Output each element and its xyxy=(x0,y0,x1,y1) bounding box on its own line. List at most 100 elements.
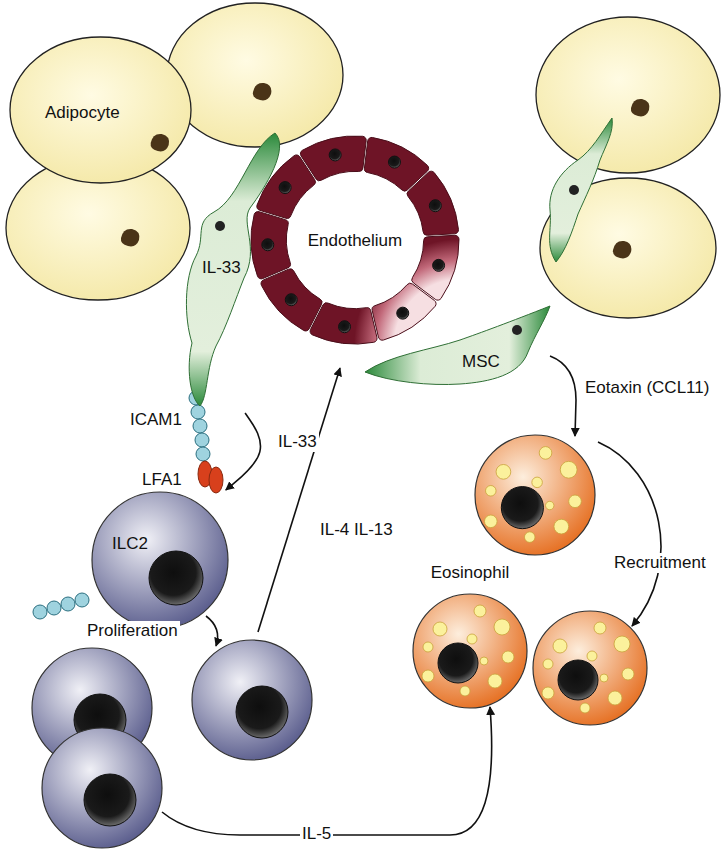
cell-shape xyxy=(410,563,530,711)
annotation-label: Eotaxin (CCL11) xyxy=(583,378,711,398)
nucleus xyxy=(388,156,400,168)
lfa1-receptor xyxy=(209,467,223,493)
msc-nucleus xyxy=(215,221,225,231)
nucleus xyxy=(149,551,203,605)
msc-cell xyxy=(365,306,550,385)
eosinophil-granule xyxy=(539,447,552,460)
eosinophil-granule xyxy=(423,642,433,652)
signal-label: IL-33 xyxy=(276,432,319,452)
signal-arrows xyxy=(162,356,661,835)
endothelial-cell xyxy=(261,269,322,331)
annotation-label: LFA1 xyxy=(140,470,184,490)
eosinophil-granule xyxy=(554,519,569,534)
msc-nucleus xyxy=(569,185,579,195)
endothelial-cell xyxy=(407,171,458,235)
adipocyte-nucleus xyxy=(613,241,631,258)
annotation-label: Recruitment xyxy=(612,553,708,573)
eosinophil-granule xyxy=(460,686,470,696)
msc-nucleus xyxy=(512,325,522,335)
ilc2-cell xyxy=(192,640,312,760)
annotation-label: IL-4 IL-13 xyxy=(318,520,395,540)
cell-node: MSC xyxy=(360,300,555,392)
nucleus xyxy=(236,686,288,738)
proliferation-arrow xyxy=(206,616,218,646)
endothelial-cell xyxy=(372,283,436,340)
eosinophil-granule xyxy=(502,651,514,663)
eosinophil-granule xyxy=(488,674,502,688)
eosinophil-granule xyxy=(553,639,567,653)
nucleus xyxy=(285,294,297,306)
icam1-domain xyxy=(61,597,75,611)
nucleus xyxy=(84,774,136,826)
il4-il13-arrow xyxy=(258,368,340,632)
annotation-label: ICAM1 xyxy=(128,410,184,430)
cell-node: Eosinophil xyxy=(410,563,530,711)
nucleus xyxy=(329,149,341,161)
eosinophil-granule xyxy=(546,501,554,509)
icam1-domain xyxy=(75,593,89,607)
eosinophil-granule xyxy=(484,515,497,528)
adipocyte-nucleus xyxy=(121,229,139,246)
cell-shape xyxy=(90,490,230,630)
icam1-domain xyxy=(195,433,209,447)
nucleus xyxy=(558,660,598,700)
icam1-domain xyxy=(196,447,210,461)
annotation-label: IL-5 xyxy=(300,824,333,844)
msc-cell xyxy=(550,118,613,262)
cell-node: Endothelium xyxy=(250,135,460,345)
nucleus xyxy=(397,307,409,319)
nucleus xyxy=(501,487,543,529)
cell-label: Eosinophil xyxy=(410,563,530,583)
eosinophil-granule xyxy=(587,651,597,661)
ilc2-cell xyxy=(92,492,228,628)
signal-arrow xyxy=(226,413,261,490)
eosinophil-granule xyxy=(532,477,543,488)
eosinophil-granule xyxy=(580,703,590,713)
cell-label: ILC2 xyxy=(112,534,148,554)
cell-node: IL-33 xyxy=(180,128,285,413)
icam1-domain xyxy=(33,605,47,619)
icam1-domain xyxy=(191,405,205,419)
adipocyte-cell xyxy=(167,3,343,147)
eosinophil-granule xyxy=(524,532,535,543)
eosinophil-granule xyxy=(622,668,634,680)
cell-drawings xyxy=(6,3,720,848)
eosinophil-cell xyxy=(413,594,527,708)
nucleus xyxy=(262,239,274,251)
cell-label: Adipocyte xyxy=(45,103,120,123)
cell-node: Adipocyte xyxy=(8,35,193,185)
nucleus xyxy=(433,259,445,271)
adipocyte-nucleus xyxy=(253,83,271,100)
eosinophil-granule xyxy=(608,691,622,705)
eosinophil-granule xyxy=(474,605,486,617)
nucleus xyxy=(279,182,291,194)
eosinophil-granule xyxy=(594,622,606,634)
eosinophil-cell xyxy=(533,611,647,725)
adipocyte-cell xyxy=(10,37,191,183)
icam1-domain xyxy=(47,601,61,615)
eotaxin-arrow xyxy=(550,356,576,436)
eosinophil-granule xyxy=(543,659,553,669)
nucleus xyxy=(339,321,351,333)
eosinophil-granule xyxy=(614,636,630,652)
eosinophil-granule xyxy=(600,674,608,682)
il5-arrow xyxy=(162,707,492,835)
endothelial-cell xyxy=(310,303,377,344)
eosinophil-granule xyxy=(433,622,447,636)
cell-shape xyxy=(360,300,555,392)
nucleus xyxy=(429,200,441,212)
eosinophil-granule xyxy=(496,464,511,479)
eosinophil-granule xyxy=(467,634,477,644)
eosinophil-granule xyxy=(494,619,510,635)
cell-label: IL-33 xyxy=(202,258,241,278)
eosinophil-granule xyxy=(480,657,488,665)
msc-cell xyxy=(186,133,279,406)
eosinophil-granule xyxy=(422,670,434,682)
endothelial-cell xyxy=(251,212,290,279)
endothelial-cell xyxy=(300,136,366,181)
adipocyte-cell xyxy=(536,17,720,173)
eosinophil-granule xyxy=(542,687,554,699)
cell-label: MSC xyxy=(462,352,500,372)
ilc2-cell xyxy=(42,728,162,848)
eosinophil-granule xyxy=(486,486,497,497)
